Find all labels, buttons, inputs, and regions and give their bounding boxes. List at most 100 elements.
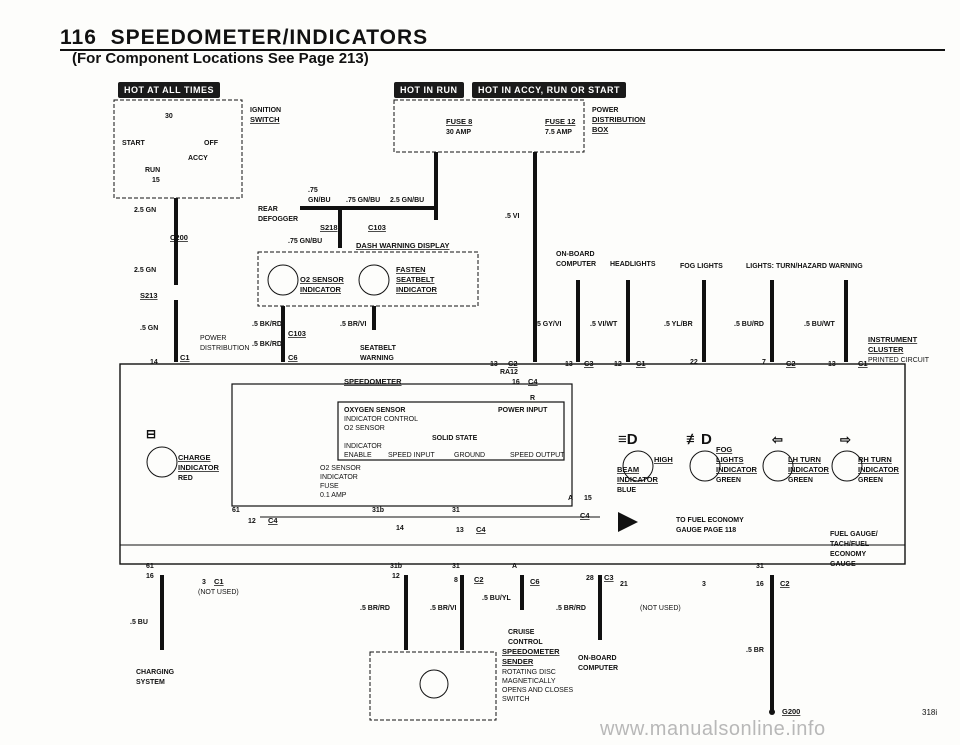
rotating-disc-2: MAGNETICALLY (502, 678, 556, 685)
connector-c6-top: C6 (288, 353, 298, 362)
pin-a-mid: A (568, 495, 573, 502)
pin-16-top: 16 (512, 379, 520, 386)
fuel-economy-ref-1: TO FUEL ECONOMY (676, 517, 744, 524)
lh-turn-color: GREEN (788, 477, 813, 484)
fuel-gauge-3: ECONOMY (830, 551, 867, 558)
page-title-text: SPEEDOMETER/INDICATORS (110, 26, 429, 49)
pin-3-right: 3 (702, 581, 706, 588)
wire-gnbu: GN/BU (308, 197, 331, 204)
hot-in-accy-badge: HOT IN ACCY, RUN OR START (472, 82, 626, 98)
pin-61-bottom: 61 (146, 563, 154, 570)
connector-c2-bottom-right: C2 (780, 579, 790, 588)
connector-c6-bottom: C6 (530, 577, 540, 586)
instrument-label: INSTRUMENT (868, 335, 918, 344)
speedometer-label: SPEEDOMETER (344, 377, 402, 386)
wire-5vi: .5 VI (505, 213, 519, 220)
wire-burd: .5 BU/RD (734, 321, 764, 328)
high-beam-label-1: HIGH (654, 455, 673, 464)
oxygen-o2-sensor: O2 SENSOR (344, 425, 385, 432)
speedometer-box (231, 383, 573, 507)
obc-bottom-1: ON-BOARD (578, 655, 617, 662)
power-dist-label-2: DISTRIBUTION (592, 115, 645, 124)
hot-at-all-times-badge: HOT AT ALL TIMES (118, 82, 220, 98)
connector-c103b: C103 (288, 329, 306, 338)
lh-turn-label-2: INDICATOR (788, 465, 830, 474)
off-position: OFF (204, 140, 219, 147)
rear-defogger-2: DEFOGGER (258, 216, 298, 223)
wire-ylbr: .5 YL/BR (664, 321, 693, 328)
fog-color: GREEN (716, 477, 741, 484)
page-header: 116 SPEEDOMETER/INDICATORS (For Componen… (0, 0, 960, 67)
wire-75gnbu-2: .75 GN/BU (288, 238, 322, 245)
oxygen-indicator-control: INDICATOR CONTROL (344, 416, 418, 423)
rotating-disc-1: ROTATING DISC (502, 669, 556, 676)
page-number: 116 (60, 26, 97, 49)
seatbelt-label: SEATBELT (396, 275, 435, 284)
obc-bottom-2: COMPUTER (578, 665, 618, 672)
high-beam-color: BLUE (617, 487, 636, 494)
rotating-disc-4: SWITCH (502, 696, 530, 703)
solid-state-label: SOLID STATE (432, 435, 478, 442)
splice-s213: S213 (140, 291, 158, 300)
wire-5bu: .5 BU (130, 619, 148, 626)
power-dist-label-3: BOX (592, 125, 608, 134)
fuse-8-label: FUSE 8 (446, 117, 472, 126)
pin-14-mid: 14 (396, 525, 404, 532)
solid-state-box (337, 401, 565, 461)
cruise-control-1: CRUISE (508, 629, 535, 636)
enable-label: ENABLE (344, 452, 372, 459)
fasten-seatbelt-lamp (358, 264, 390, 296)
wire-viwt: .5 VI/WT (590, 321, 618, 328)
power-distribution-box (393, 99, 585, 153)
battery-icon: ⊟ (146, 427, 156, 441)
pin-22: 22 (690, 359, 698, 366)
connector-c3-bottom: C3 (604, 573, 614, 582)
obc-top-2: COMPUTER (556, 261, 596, 268)
speedometer-sender-box (369, 651, 497, 721)
high-beam-label-3: INDICATOR (617, 475, 659, 484)
pin-31-right: 31 (756, 563, 764, 570)
pin-13-mid: 13 (456, 527, 464, 534)
pin-13-a: 13 (490, 361, 498, 368)
ground-point-icon (769, 709, 775, 715)
wire-gyvi: .5 GY/VI (535, 321, 562, 328)
oxygen-sensor-label: OXYGEN SENSOR (344, 407, 405, 414)
connector-c4-left: C4 (268, 516, 278, 525)
charge-label: CHARGE (178, 453, 211, 462)
page-code: 318i (922, 708, 938, 717)
dash-warning-label: DASH WARNING DISPLAY (356, 241, 449, 250)
pin-16-bottom: 16 (146, 573, 154, 580)
indicator-label: INDICATOR (344, 443, 382, 450)
wire-bkrd-1: .5 BK/RD (252, 321, 282, 328)
headlights-label: HEADLIGHTS (610, 261, 656, 268)
pin-31-bottom: 31 (452, 563, 460, 570)
connector-c200: C200 (170, 233, 188, 242)
pin-61-mid: 61 (232, 507, 240, 514)
cruise-control-2: CONTROL (508, 639, 543, 646)
rear-defogger-1: REAR (258, 206, 278, 213)
connector-c2-top: C2 (508, 359, 518, 368)
not-used-right: (NOT USED) (640, 605, 681, 612)
wire-label-25gn-2: 2.5 GN (134, 267, 156, 274)
printed-circuit-label: PRINTED CIRCUIT (868, 357, 930, 364)
power-input-label: POWER INPUT (498, 407, 548, 414)
wire-25gnbu: 2.5 GN/BU (390, 197, 424, 204)
header-rule (60, 49, 945, 51)
speed-output-label: SPEED OUTPUT (510, 452, 565, 459)
pin-13-b: 13 (565, 361, 573, 368)
o2-fuse-2: INDICATOR (320, 474, 358, 481)
pin-ra12: RA12 (500, 369, 518, 376)
charging-system-1: CHARGING (136, 669, 175, 676)
high-beam-icon: ≡D (618, 431, 638, 448)
pin-12-bottom: 12 (392, 573, 400, 580)
fuel-economy-arrow-icon (618, 512, 638, 532)
fog-light-icon: ≢D (686, 431, 712, 448)
left-arrow-icon: ⇦ (771, 432, 783, 447)
pin-a-bottom: A (512, 563, 517, 570)
pin-7: 7 (762, 359, 766, 366)
ignition-switch-label: SWITCH (250, 115, 280, 124)
lh-turn-lamp (762, 450, 794, 482)
charging-system-2: SYSTEM (136, 679, 165, 686)
fuse-12-label: FUSE 12 (545, 117, 575, 126)
connector-c1-bottom: C1 (214, 577, 224, 586)
